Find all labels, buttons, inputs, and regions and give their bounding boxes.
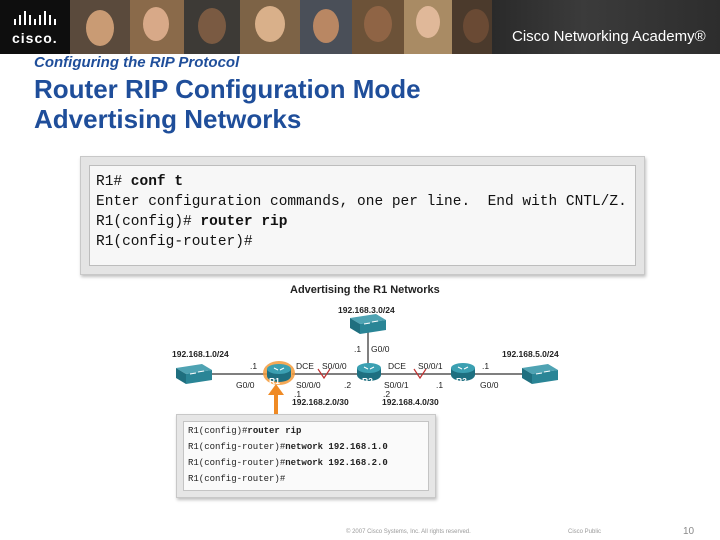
config-prompt: R1(config)#	[188, 426, 247, 436]
if-g00-top: G0/0	[371, 344, 389, 354]
net-left-label: 192.168.1.0/24	[172, 349, 229, 359]
if-dot1-left: .1	[250, 361, 257, 371]
config-example-box: R1(config)#router rip R1(config-router)#…	[176, 414, 436, 498]
router-r1-label: R1	[269, 376, 280, 386]
switch-right-icon[interactable]	[518, 362, 560, 386]
if-dot1-r3: .1	[482, 361, 489, 371]
config-command: network 192.168.2.0	[285, 458, 388, 468]
router-r3-label: R3	[456, 376, 467, 386]
if-dot2-r2: .2	[344, 380, 351, 390]
footer-classification: Cisco Public	[568, 529, 601, 535]
config-line: R1(config-router)#	[188, 474, 285, 484]
net-r2r3-label: 192.168.4.0/30	[382, 397, 439, 407]
switch-left-icon[interactable]	[172, 362, 214, 386]
if-g00-r3: G0/0	[480, 380, 498, 390]
if-dot1-top: .1	[354, 344, 361, 354]
config-example-inner: R1(config)#router rip R1(config-router)#…	[183, 421, 429, 491]
switch-top-icon[interactable]	[346, 312, 388, 336]
if-dot1-r3b: .1	[436, 380, 443, 390]
if-s000-r2: S0/0/0	[322, 361, 347, 371]
net-top-label: 192.168.3.0/24	[338, 305, 395, 315]
config-line: R1(config-router)#network 192.168.1.0	[188, 442, 388, 452]
config-command: network 192.168.1.0	[285, 442, 388, 452]
dce-left-label: DCE	[296, 361, 314, 371]
if-dot1-r1s: .1	[294, 389, 301, 399]
footer-copyright: © 2007 Cisco Systems, Inc. All rights re…	[346, 529, 471, 535]
config-line: R1(config)#router rip	[188, 426, 301, 436]
router-r2-label: R2	[362, 376, 373, 386]
config-prompt: R1(config-router)#	[188, 442, 285, 452]
if-dot2-r2b: .2	[383, 389, 390, 399]
config-prompt: R1(config-router)#	[188, 474, 285, 484]
dce-right-label: DCE	[388, 361, 406, 371]
net-right-label: 192.168.5.0/24	[502, 349, 559, 359]
config-line: R1(config-router)#network 192.168.2.0	[188, 458, 388, 468]
if-s001-r3: S0/0/1	[418, 361, 443, 371]
config-command: router rip	[247, 426, 301, 436]
if-g00-left: G0/0	[236, 380, 254, 390]
page-number: 10	[683, 526, 694, 537]
config-prompt: R1(config-router)#	[188, 458, 285, 468]
